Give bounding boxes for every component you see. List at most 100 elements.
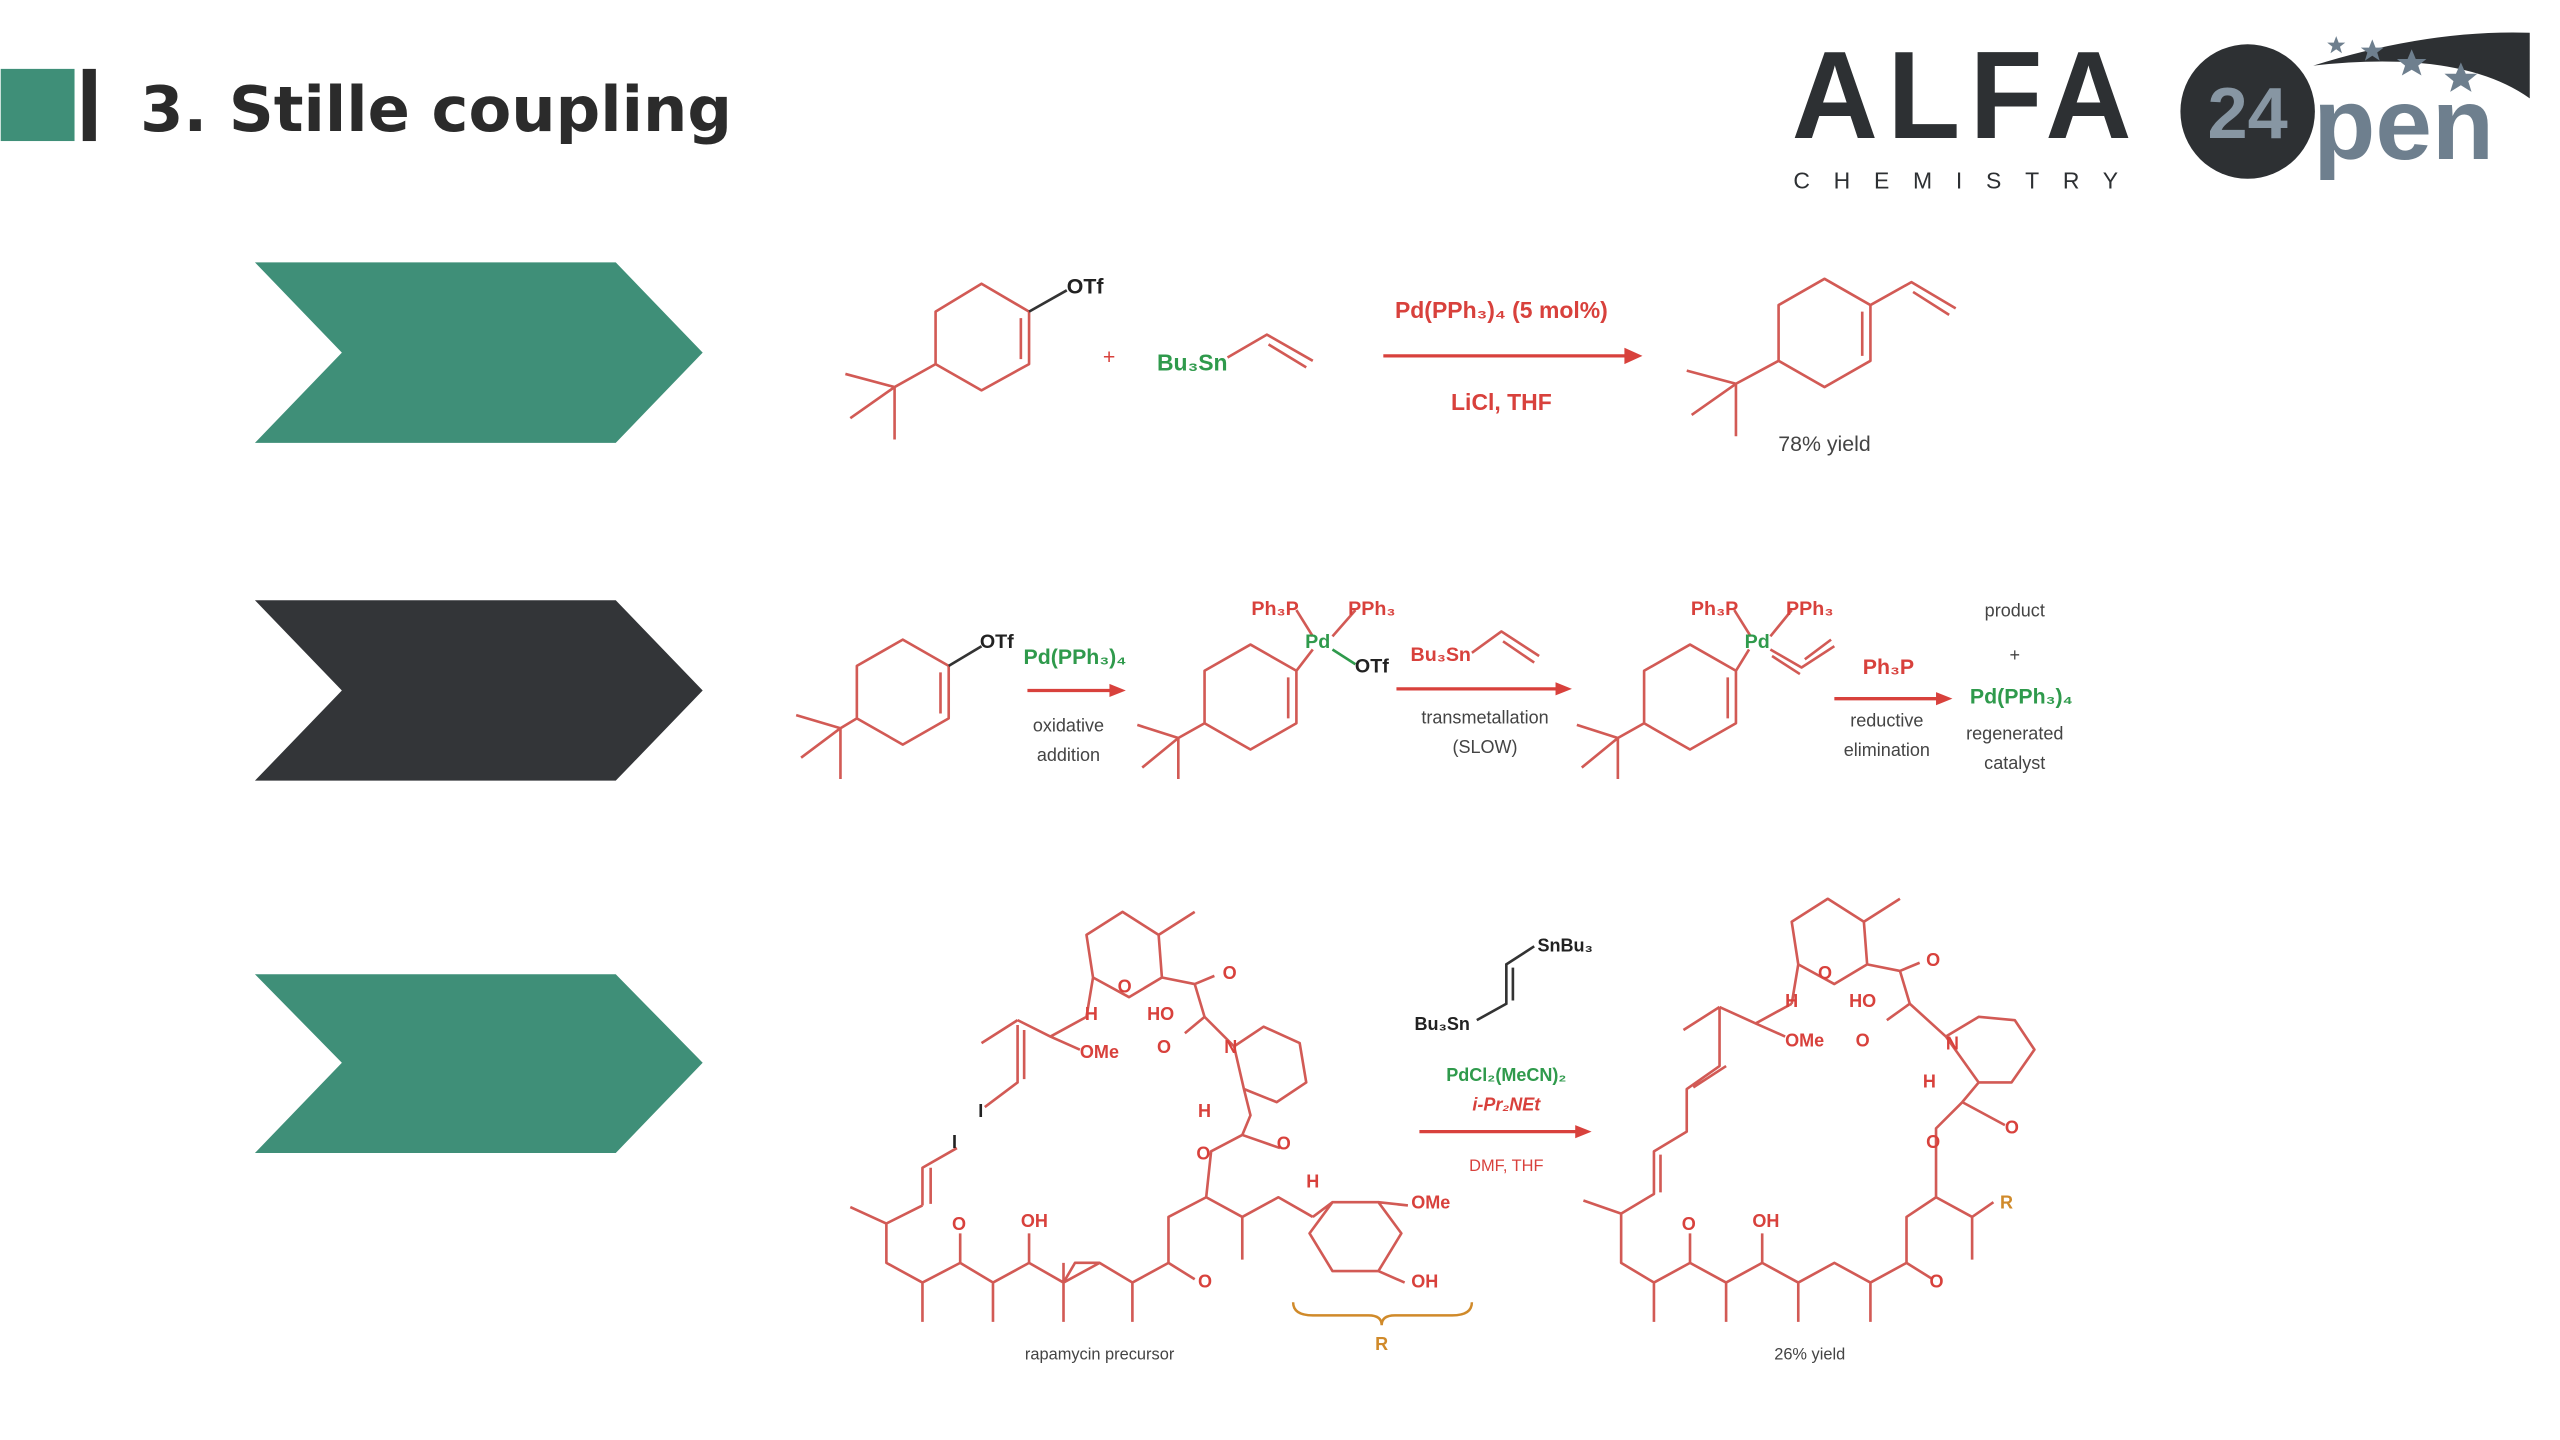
- prod-n: N: [1946, 1034, 1959, 1054]
- arrowhead: [1936, 692, 1953, 706]
- prod-o1: O: [1926, 950, 1940, 970]
- sm-name: rapamycin precursor: [1025, 1346, 1175, 1364]
- sm-ho: HO: [1147, 1004, 1174, 1024]
- step1-line2: addition: [1037, 745, 1100, 765]
- diene-product-structure: [1686, 277, 1957, 437]
- ligand-left: Ph₃P: [1251, 598, 1298, 620]
- sm-h: H: [1085, 1004, 1098, 1024]
- page-title: 3. Stille coupling: [140, 73, 732, 146]
- regen-line1: regenerated: [1966, 724, 2063, 744]
- step3-line1: reductive: [1850, 711, 1923, 731]
- sm-n: N: [1224, 1037, 1237, 1057]
- solvent: DMF, THF: [1469, 1157, 1543, 1175]
- logo-badge-text: pen: [2313, 67, 2494, 181]
- prod-o6: O: [1929, 1271, 1943, 1291]
- prod-r: R: [2000, 1193, 2013, 1213]
- logo-sub: CHEMISTRY: [1793, 168, 2141, 194]
- step1-line1: oxidative: [1033, 715, 1104, 735]
- header-accent-bar: [82, 68, 96, 142]
- vinyl-triflate-structure: [845, 282, 1068, 440]
- otf-label: OTf: [1067, 275, 1105, 299]
- sm-o-ring: O: [1118, 976, 1132, 996]
- arrowhead: [1575, 1125, 1592, 1139]
- regen-line2: catalyst: [1984, 753, 2045, 773]
- logo-badge-number: 24: [2208, 74, 2288, 154]
- prod-h: H: [1785, 991, 1798, 1011]
- header-accent-block: [0, 68, 75, 142]
- chevron-row1: [254, 262, 703, 443]
- regen-catalyst: Pd(PPh₃)₄: [1970, 685, 2073, 709]
- arrowhead: [1624, 347, 1643, 365]
- sm-o1: O: [1223, 963, 1237, 983]
- sm-o5: O: [952, 1214, 966, 1234]
- catalyst-label: Pd(PPh₃)₄: [1024, 645, 1127, 669]
- vinyl-group: [1226, 333, 1314, 369]
- otf-label-2: OTf: [1355, 655, 1389, 677]
- prod-h2: H: [1923, 1071, 1936, 1091]
- prod-ho: HO: [1849, 991, 1876, 1011]
- sm-ome: OMe: [1080, 1042, 1119, 1062]
- leaving-ligand: Ph₃P: [1863, 655, 1914, 679]
- stannane-label: Bu₃Sn: [1157, 350, 1228, 376]
- rapamycin-precursor-structure: [849, 910, 1409, 1322]
- r-brace: [1291, 1302, 1474, 1326]
- sm-o4: O: [1196, 1144, 1210, 1164]
- distannane-structure: [1476, 945, 1535, 1022]
- chevron-row2: [254, 600, 703, 781]
- product-label: product: [1985, 601, 2045, 621]
- row2-mechanism: OTf Pd(PPh₃)₄ oxidative addition Ph₃P PP…: [795, 598, 2073, 780]
- pd-label: Pd: [1305, 631, 1330, 653]
- chevron-row3: [254, 974, 703, 1153]
- stannane-bottom: Bu₃Sn: [1414, 1014, 1469, 1034]
- ligand-right-2: PPh₃: [1786, 598, 1833, 620]
- pd-complex-1: [1136, 609, 1357, 780]
- prod-o4: O: [1926, 1132, 1940, 1152]
- ligand-left-2: Ph₃P: [1691, 598, 1738, 620]
- prod-o2: O: [1856, 1030, 1870, 1050]
- prod-o-ring: O: [1818, 963, 1832, 983]
- prod-yield: 26% yield: [1774, 1346, 1845, 1364]
- logo-brand: ALFA: [1792, 26, 2141, 165]
- alfa-chemistry-logo: ALFA CHEMISTRY 24 pen: [1792, 26, 2530, 194]
- stannane-top: SnBu₃: [1537, 935, 1592, 955]
- plus-sign: +: [1103, 345, 1115, 369]
- stannane-label: Bu₃Sn: [1410, 644, 1470, 666]
- rapamycin-product-structure: [1582, 897, 2036, 1322]
- sm-i2: I: [952, 1132, 957, 1152]
- pd-label-2: Pd: [1745, 631, 1770, 653]
- sm-oh: OH: [1021, 1211, 1048, 1231]
- arrowhead: [1109, 683, 1126, 698]
- sm-o3: O: [1277, 1134, 1291, 1154]
- plus-sign: +: [2009, 645, 2020, 665]
- step3-line2: elimination: [1844, 740, 1930, 760]
- sm-ome2: OMe: [1411, 1193, 1450, 1213]
- step2-line1: transmetallation: [1421, 707, 1548, 727]
- prod-ome: OMe: [1785, 1030, 1824, 1050]
- pd-complex-2: [1576, 609, 1836, 780]
- sm-o2: O: [1157, 1037, 1171, 1057]
- triflate-structure: [795, 638, 951, 780]
- reagent2: i-Pr₂NEt: [1472, 1094, 1541, 1114]
- reagent-top: Pd(PPh₃)₄ (5 mol%): [1395, 297, 1608, 323]
- prod-o5: O: [1682, 1214, 1696, 1234]
- otf-label-1: OTf: [980, 631, 1014, 653]
- arrowhead: [1555, 682, 1572, 696]
- logo-stars-icon: [2327, 36, 2478, 92]
- sm-i1: I: [978, 1101, 983, 1121]
- reagent-bottom: LiCl, THF: [1451, 389, 1552, 415]
- row1-scheme: OTf + Bu₃Sn Pd(PPh₃)₄ (5 mol%) LiCl, THF…: [845, 275, 1957, 456]
- sm-o6: O: [1198, 1271, 1212, 1291]
- logo-badge: [2180, 44, 2315, 179]
- sm-h2: H: [1198, 1101, 1211, 1121]
- sm-h3: H: [1306, 1171, 1319, 1191]
- ligand-right: PPh₃: [1348, 598, 1395, 620]
- row3-rapamycin-scheme: H HO O O O OMe N H O O I I O OH O H OMe …: [849, 897, 2036, 1364]
- prod-oh: OH: [1752, 1211, 1779, 1231]
- yield-label: 78% yield: [1778, 432, 1870, 456]
- r-label: R: [1375, 1334, 1388, 1354]
- reagent1: PdCl₂(MeCN)₂: [1446, 1065, 1566, 1085]
- logo-swoosh: [2313, 32, 2530, 99]
- step2-line2: (SLOW): [1452, 737, 1517, 757]
- prod-o3: O: [2005, 1117, 2019, 1137]
